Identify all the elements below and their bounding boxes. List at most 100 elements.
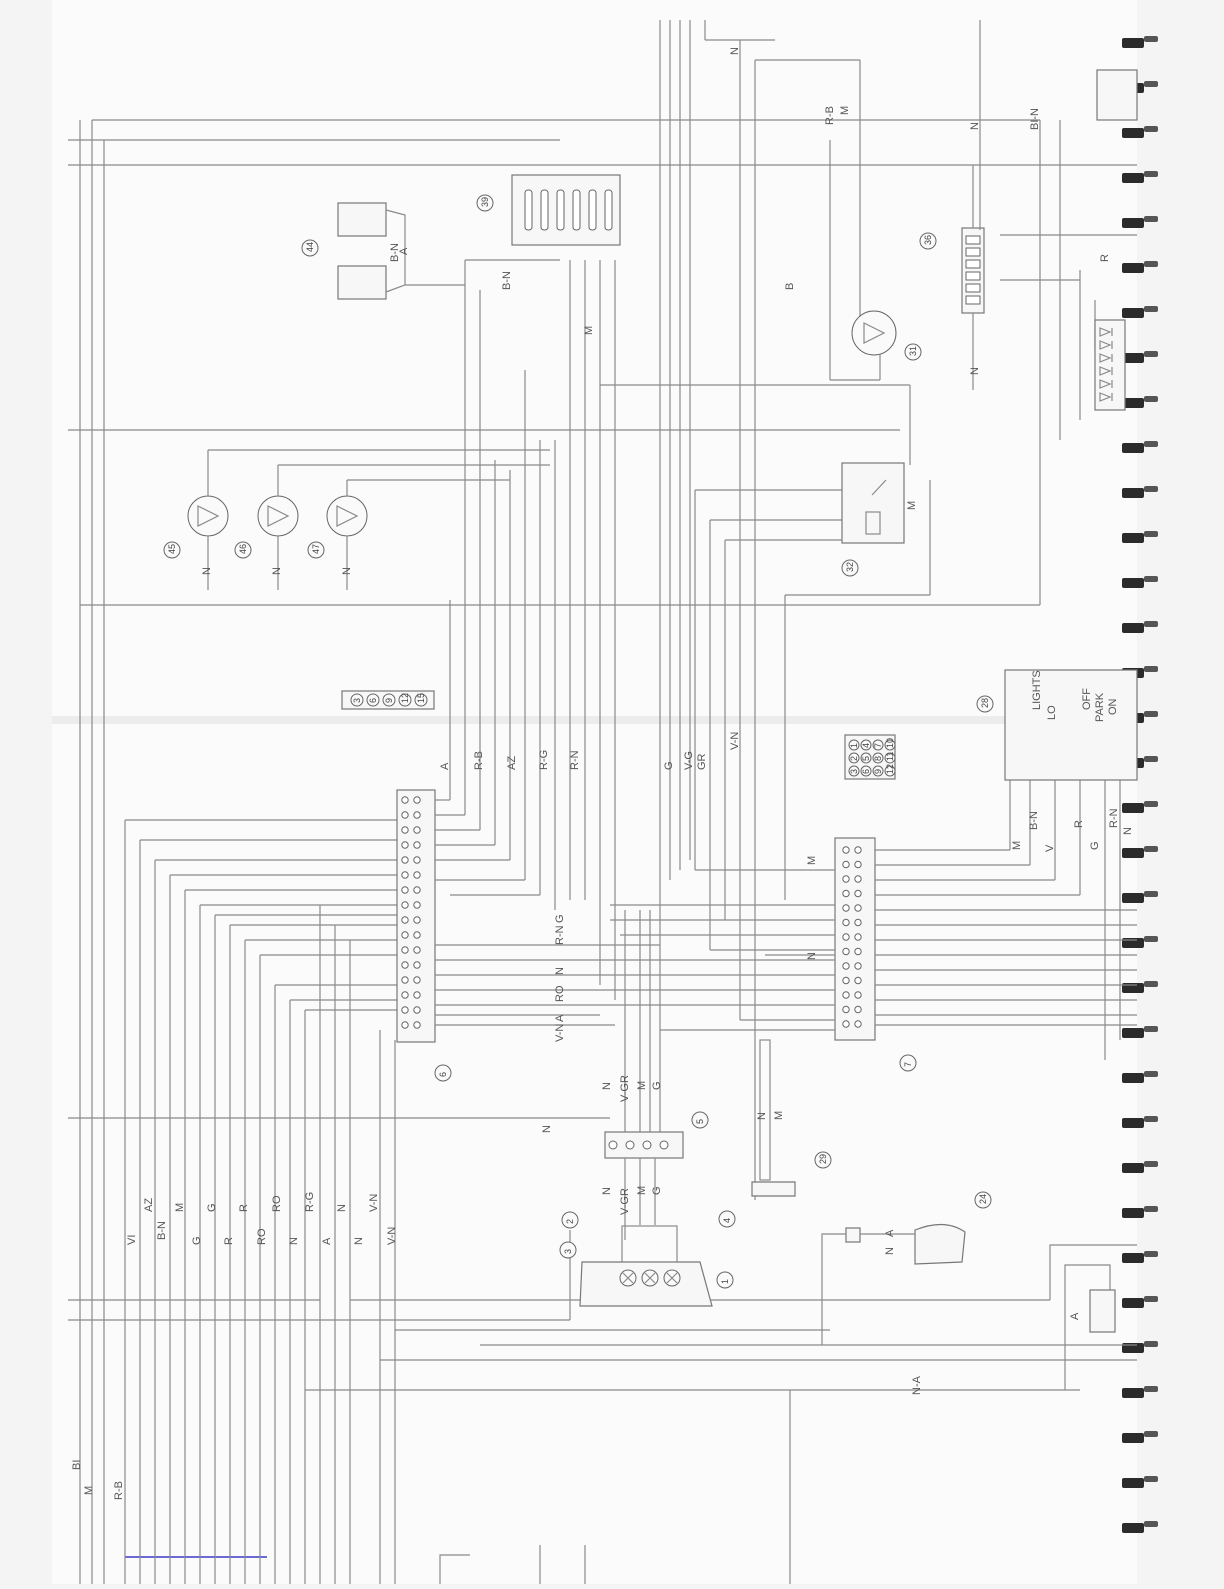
switch-position-on: ON <box>1107 698 1119 715</box>
spiral-binding <box>1122 36 1158 1533</box>
wire-label-left_bus: V-N <box>386 1227 398 1245</box>
wire-label-connector7_top: V-N <box>729 732 741 750</box>
pin-number: 9 <box>873 769 883 774</box>
component-number-2: 2 <box>565 1219 575 1224</box>
wire-label-switch_28: B-N <box>1028 811 1040 830</box>
wire-label-lower_right: A <box>1069 1312 1081 1320</box>
wire-label-lamps: N <box>341 567 353 575</box>
wire-label-left_bus: M <box>174 1203 186 1212</box>
wire-label-b_n_44: B-N <box>389 243 401 262</box>
wire-label-connector7_side: M <box>806 856 818 865</box>
wire-label-connector6_top: AZ <box>506 756 518 770</box>
component-number-4: 4 <box>722 1218 732 1223</box>
connector7-right-wires <box>660 760 1137 1031</box>
wire-label-item29: N <box>756 1112 768 1120</box>
component-number-44: 44 <box>305 242 315 252</box>
wire-label-switch_28: R <box>1073 820 1085 828</box>
wire-label-block5_bottom: V-GR <box>619 1188 631 1215</box>
pin-number: 4 <box>861 743 871 748</box>
component-number-7: 7 <box>903 1062 913 1067</box>
wire-label-left_bus: R <box>223 1237 235 1245</box>
item-29 <box>751 1039 796 1197</box>
horizontal-harness <box>68 119 1137 1391</box>
wire-label-lamps: N <box>201 567 213 575</box>
wire-label-top: N <box>969 122 981 130</box>
connector-7 <box>834 837 876 1041</box>
wire-label-left_bus: V-N <box>368 1194 380 1212</box>
connector-39 <box>511 174 621 246</box>
wire-label-connector6_bottom: V-N <box>554 1024 566 1042</box>
wire-label-left_bus: RO <box>256 1228 268 1245</box>
component-number-39: 39 <box>480 197 490 207</box>
wire-label-left_bus: G <box>191 1236 203 1245</box>
component-number-24: 24 <box>978 1194 988 1204</box>
pin-number: 15 <box>416 693 426 703</box>
component-number-29: 29 <box>818 1154 828 1164</box>
margin-mark <box>125 1556 267 1558</box>
lower-right-switch <box>1049 1244 1137 1390</box>
switch-position-lights: LIGHTS <box>1031 670 1043 710</box>
component-number-28: 28 <box>980 698 990 708</box>
wire-label-block5_bottom: N <box>601 1187 613 1195</box>
wire-label-connector6_top: A <box>439 762 451 770</box>
wire-label-left_bus: R-G <box>304 1192 316 1212</box>
lamp-47 <box>326 479 510 590</box>
wire-label-connector6_top: R-B <box>473 751 485 770</box>
pin-number: 7 <box>873 743 883 748</box>
component-number-31: 31 <box>908 346 918 356</box>
pin-number: 12 <box>400 693 410 703</box>
wire-label-block5_top: N <box>601 1082 613 1090</box>
component-number-6: 6 <box>438 1072 448 1077</box>
pin-number: 1 <box>849 743 859 748</box>
top-right-wires <box>979 20 1138 230</box>
wire-label-connector7_side: N <box>806 952 818 960</box>
wire-label-item24: A <box>884 1229 896 1237</box>
wire-label-connector6_bottom: N <box>554 967 566 975</box>
component-number-47: 47 <box>311 544 321 554</box>
wire-label-left_bus: AZ <box>143 1198 155 1212</box>
wire-label-switch_28: N <box>1122 827 1134 835</box>
wire-label-connector7_top: G <box>663 761 675 770</box>
wire-label-bottom_left: M <box>83 1486 95 1495</box>
wire-label-left_bus: RO <box>271 1195 283 1212</box>
component-number-1: 1 <box>720 1279 730 1284</box>
wire-label-block5_top: V-GR <box>619 1075 631 1102</box>
lamp-45 <box>187 449 550 590</box>
wire-label-top: R-B <box>824 106 836 125</box>
connector-6 <box>396 789 436 1043</box>
wire-label-left_bus: B-N <box>156 1221 168 1240</box>
pin-number: 9 <box>384 698 394 703</box>
component-44 <box>337 202 465 300</box>
wire-label-connector6_bottom: R-N <box>554 925 566 945</box>
wire-label-bottom_wire: N-A <box>911 1375 923 1395</box>
lamp-46 <box>257 464 550 590</box>
fold-line <box>52 716 1137 724</box>
diode-block <box>1094 319 1126 411</box>
component-number-36: 36 <box>923 235 933 245</box>
pin-number: 6 <box>368 698 378 703</box>
wire-label-switch_28: M <box>1011 841 1023 850</box>
wire-label-switch_28: R-N <box>1108 808 1120 828</box>
wire-label-a_44: A <box>398 247 410 255</box>
component-number-45: 45 <box>167 544 177 554</box>
pin-number: 6 <box>861 769 871 774</box>
relay-32 <box>841 462 905 544</box>
component-number-3: 3 <box>563 1249 573 1254</box>
switch-position-park: PARK <box>1094 692 1106 722</box>
pin-number: 5 <box>861 756 871 761</box>
wire-label-left_bus: N <box>336 1204 348 1212</box>
pin-number: 2 <box>849 756 859 761</box>
battery-36 <box>961 165 985 390</box>
wire-label-left_bus: N <box>288 1237 300 1245</box>
switch-position-lo: LO <box>1046 705 1058 720</box>
component-number-5: 5 <box>695 1119 705 1124</box>
connector6-up-wires <box>435 259 616 1000</box>
pin-number: 3 <box>849 769 859 774</box>
wire-label-block5_top: M <box>636 1081 648 1090</box>
wire-label-b_31: B <box>784 283 796 290</box>
